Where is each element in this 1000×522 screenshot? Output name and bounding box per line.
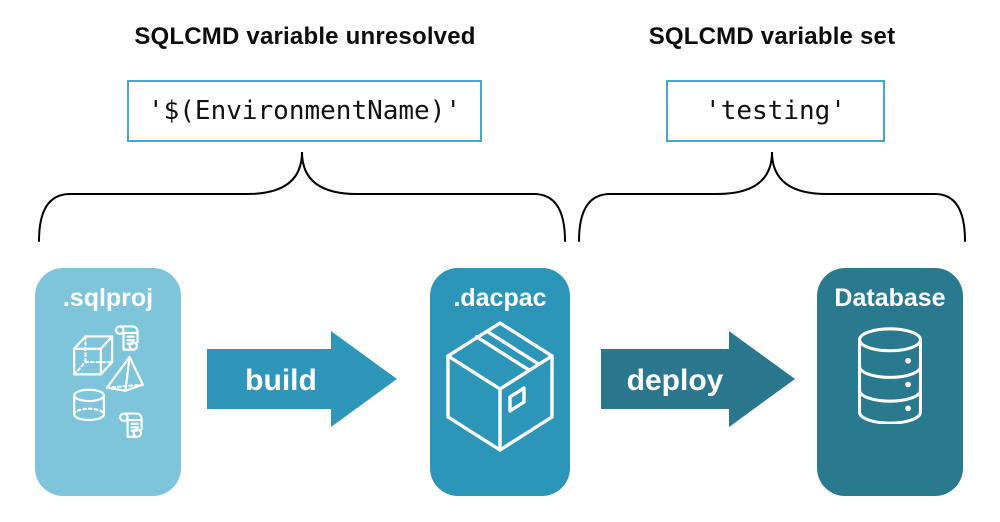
build-arrow-label: build xyxy=(245,364,317,397)
curly-brace-path xyxy=(38,151,566,242)
heading-variable-set: SQLCMD variable set xyxy=(648,23,896,50)
right-arrow-shape xyxy=(207,331,397,427)
node-database-label: Database xyxy=(834,284,946,312)
node-database: Database xyxy=(817,268,963,496)
sql-objects-icon xyxy=(73,325,144,438)
script-scroll-icon xyxy=(115,325,139,351)
heading-variable-unresolved: SQLCMD variable unresolved xyxy=(134,23,476,50)
code-value-set: 'testing' xyxy=(705,96,846,126)
cube-icon xyxy=(73,335,114,376)
node-dacpac-label: .dacpac xyxy=(453,284,547,312)
deploy-arrow-label: deploy xyxy=(627,364,724,397)
curly-brace-left xyxy=(38,151,566,242)
node-dacpac: .dacpac xyxy=(430,268,570,496)
right-arrow-shape xyxy=(601,331,795,427)
code-box-unresolved: '$(EnvironmentName)' xyxy=(127,80,482,142)
script-scroll-icon xyxy=(119,412,143,438)
code-box-set: 'testing' xyxy=(666,80,885,142)
package-box-icon xyxy=(446,321,554,452)
code-value-unresolved: '$(EnvironmentName)' xyxy=(147,96,462,126)
cylinder-icon xyxy=(73,388,105,422)
pyramid-icon xyxy=(105,355,144,392)
node-sqlproj: .sqlproj xyxy=(35,268,181,496)
curly-brace-right xyxy=(578,151,966,242)
node-sqlproj-label: .sqlproj xyxy=(62,284,154,312)
deploy-arrow: deploy xyxy=(601,331,795,427)
curly-brace-path xyxy=(578,151,966,242)
build-arrow: build xyxy=(207,331,397,427)
database-cylinder-icon xyxy=(858,327,922,424)
